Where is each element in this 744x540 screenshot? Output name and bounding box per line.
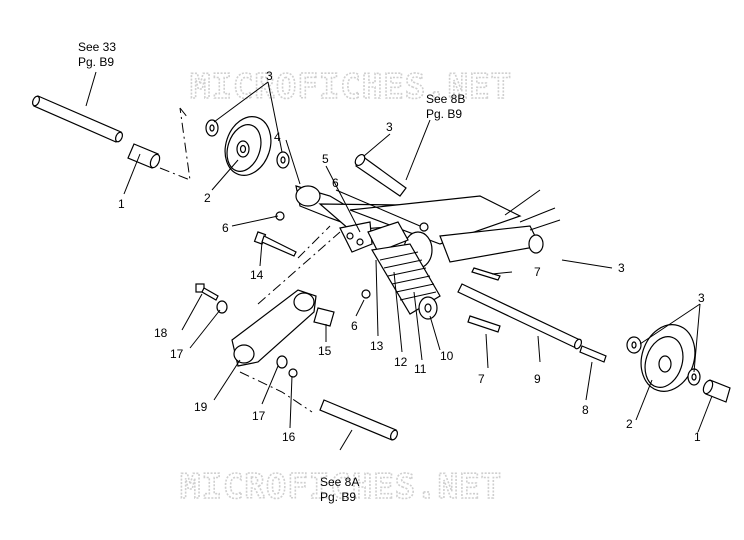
callout-6-upper: 6 (332, 176, 339, 190)
callout-8: 8 (582, 403, 589, 417)
washer-upper-right (276, 151, 290, 169)
nut-6-center (361, 289, 371, 299)
bolt-8 (579, 345, 607, 363)
callout-2-lower: 2 (626, 417, 633, 431)
callout-11: 11 (414, 362, 427, 376)
callout-10: 10 (440, 349, 454, 363)
callout-4: 4 (274, 130, 281, 144)
washer-17-lower (276, 355, 288, 369)
centerline-link-lower (239, 371, 313, 413)
rear-arm-assembly (295, 185, 561, 269)
washer-upper-left (205, 119, 219, 137)
callout-14: 14 (250, 268, 264, 282)
nut-6-upper (419, 222, 429, 232)
ref-see-8b-line2: Pg. B9 (426, 107, 462, 121)
upper-shaft-left (31, 95, 124, 143)
callout-6-left: 6 (222, 221, 229, 235)
callout-3-upper: 3 (266, 69, 273, 83)
ref-see-33-line1: See 33 (78, 40, 116, 54)
upper-shaft-right (354, 153, 407, 197)
callout-3-lower: 3 (698, 291, 705, 305)
ref-see-8a-line2: Pg. B9 (320, 490, 356, 504)
bushing-1-left (127, 143, 161, 169)
callout-13: 13 (370, 339, 384, 353)
callout-12: 12 (394, 355, 408, 369)
callout-5: 5 (322, 152, 329, 166)
bolt-18 (195, 283, 219, 301)
callout-9: 9 (534, 372, 541, 386)
washer-lower-left (626, 336, 642, 354)
lower-left-shaft (319, 399, 399, 441)
ref-see-8b-line1: See 8B (426, 92, 465, 106)
lower-shaft (457, 283, 583, 350)
lower-link-arm (231, 289, 317, 367)
centerline-link (257, 231, 341, 305)
callout-15: 15 (318, 344, 332, 358)
idler-wheel-upper (224, 116, 272, 176)
callout-19: 19 (194, 400, 208, 414)
ref-see-8a-line1: See 8A (320, 475, 359, 489)
callout-3-right: 3 (618, 261, 625, 275)
callout-17-upper: 17 (170, 347, 184, 361)
callout-6-center: 6 (351, 319, 358, 333)
callout-17-lower: 17 (252, 409, 266, 423)
callout-1-left: 1 (118, 197, 125, 211)
callout-18: 18 (154, 326, 168, 340)
bolt-14 (253, 231, 297, 257)
leader-lines (85, 71, 713, 451)
bushing-1-right (702, 379, 731, 403)
watermark-bottom: MICROFICHES.NET (180, 467, 502, 507)
nut-16 (288, 368, 298, 378)
bushing-15 (313, 307, 335, 327)
callout-7-upper: 7 (534, 265, 541, 279)
idler-wheel-lower (640, 324, 696, 392)
centerline-bolt-14 (297, 225, 331, 259)
ref-see-33-line2: Pg. B9 (78, 55, 114, 69)
shock-absorber (367, 221, 441, 320)
bolt-7-lower (467, 315, 501, 333)
callout-1-right: 1 (694, 430, 701, 444)
bolt-7-upper (471, 267, 501, 281)
centerline-upper (179, 107, 189, 119)
callout-3-shaft: 3 (386, 120, 393, 134)
centerline-left (159, 107, 191, 181)
callout-16: 16 (282, 430, 296, 444)
callout-7-lower: 7 (478, 372, 485, 386)
callout-2-upper: 2 (204, 191, 211, 205)
